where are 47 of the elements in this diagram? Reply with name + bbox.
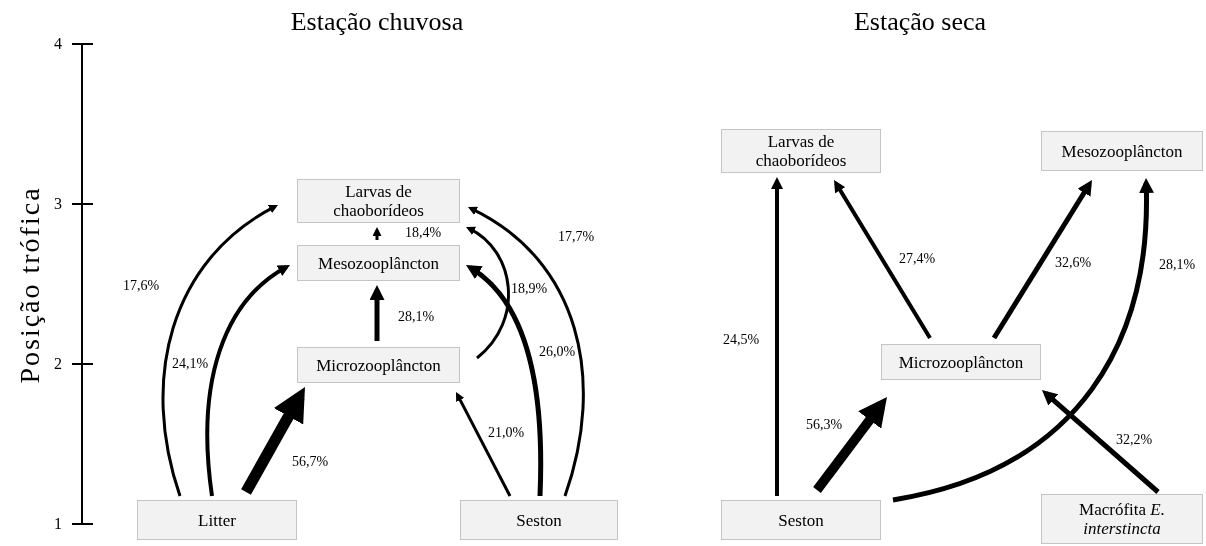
- node-box: Larvas de chaoborídeos: [721, 129, 881, 173]
- tick-label: 4: [53, 36, 62, 52]
- tick-label: 3: [53, 196, 62, 212]
- edge-label: 18,4%: [403, 226, 443, 240]
- edge-label: 21,0%: [486, 426, 526, 440]
- axis-title: Posição trófica: [16, 186, 44, 384]
- arrow: [161, 204, 278, 497]
- edge-label: 24,1%: [170, 357, 210, 371]
- edge-label: 17,6%: [121, 279, 161, 293]
- edge-label: 18,9%: [509, 282, 549, 296]
- edge-label: 26,0%: [537, 345, 577, 359]
- arrow: [466, 264, 544, 497]
- arrow: [369, 285, 385, 341]
- arrow: [456, 392, 512, 497]
- node-box: Microzooplâncton: [297, 347, 460, 383]
- tick-label: 2: [53, 356, 62, 372]
- arrow: [372, 227, 382, 240]
- panel-title: Estação chuvosa: [290, 9, 464, 35]
- edge-label: 27,4%: [897, 252, 937, 266]
- node-box: Mesozooplâncton: [297, 245, 460, 281]
- edge-label: 56,7%: [290, 455, 330, 469]
- node-box: Macrófita E. interstincta: [1041, 494, 1203, 544]
- edge-label: 24,5%: [721, 333, 761, 347]
- arrow: [466, 226, 510, 360]
- arrow: [813, 397, 887, 493]
- edge-label: 17,7%: [556, 230, 596, 244]
- arrow: [892, 178, 1154, 503]
- node-box: Mesozooplâncton: [1041, 131, 1203, 171]
- panel-title: Estação seca: [853, 9, 987, 35]
- node-box: Microzooplâncton: [881, 344, 1041, 380]
- node-box: Seston: [460, 500, 618, 540]
- arrow: [468, 206, 585, 497]
- arrow: [771, 177, 783, 496]
- edge-label: 28,1%: [1157, 258, 1197, 272]
- node-box: Litter: [137, 500, 297, 540]
- node-box: Seston: [721, 500, 881, 540]
- edge-label: 56,3%: [804, 418, 844, 432]
- node-box: Larvas de chaoborídeos: [297, 179, 460, 223]
- arrow: [205, 264, 290, 497]
- edge-label: 32,2%: [1114, 433, 1154, 447]
- arrow: [1042, 390, 1160, 494]
- tick-label: 1: [53, 516, 62, 532]
- edge-label: 28,1%: [396, 310, 436, 324]
- edge-label: 32,6%: [1053, 256, 1093, 270]
- arrow: [241, 387, 305, 495]
- arrow: [991, 180, 1092, 340]
- arrow: [834, 180, 932, 340]
